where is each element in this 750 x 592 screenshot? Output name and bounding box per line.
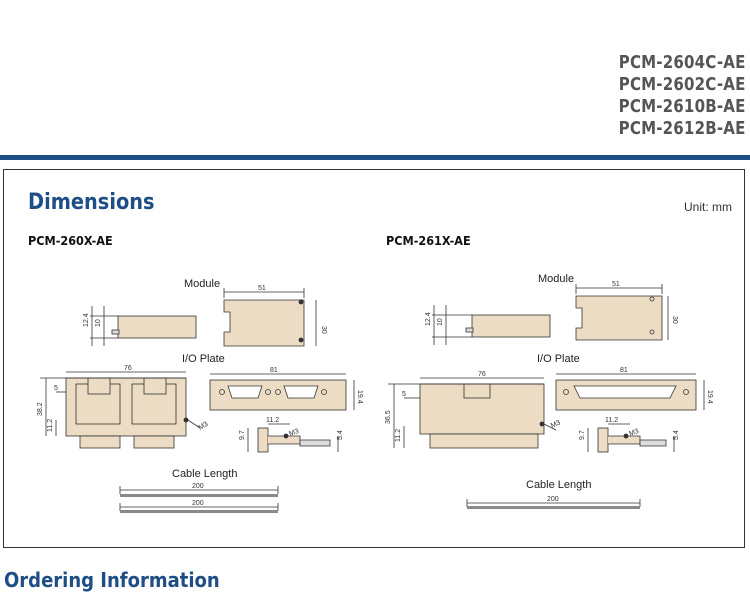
dim-label: 19.4	[706, 390, 713, 404]
dim-label: 12.4	[83, 313, 90, 327]
ordering-title: Ordering Information	[4, 568, 220, 592]
left-cable-caption: Cable Length	[172, 468, 238, 480]
dim-label: 30	[320, 326, 327, 334]
left-module-caption: Module	[184, 278, 221, 290]
dim-label: 200	[192, 483, 204, 490]
dim-label: 5.4	[673, 430, 680, 440]
left-io-plate-view	[40, 371, 201, 449]
left-cable-lines	[119, 486, 279, 513]
dim-label: 11.2	[47, 419, 54, 432]
right-io-caption: I/O Plate	[537, 353, 580, 365]
left-module-top-view	[223, 288, 317, 347]
right-module-caption: Module	[538, 273, 575, 285]
dimensions-frame	[3, 169, 745, 548]
dim-label: M3	[198, 421, 210, 432]
right-cable-line	[466, 499, 641, 509]
model-name: PCM-2604C-AE	[619, 53, 746, 73]
dim-label: 36.5	[385, 410, 392, 424]
left-front-plate-view	[209, 373, 355, 411]
dim-label: 5	[402, 391, 406, 398]
model-name: PCM-2612B-AE	[619, 119, 746, 139]
dim-label: 200	[547, 496, 559, 503]
dim-label: 5.4	[337, 430, 344, 440]
left-module-side-view	[90, 306, 197, 346]
dim-label: 51	[612, 281, 620, 288]
left-model-title: PCM-260X-AE	[28, 233, 113, 248]
model-name: PCM-2610B-AE	[619, 97, 746, 117]
dim-label: 81	[620, 367, 628, 374]
dim-label: 11.2	[605, 417, 618, 424]
right-cable-caption: Cable Length	[526, 479, 592, 491]
model-name: PCM-2602C-AE	[619, 75, 746, 95]
dim-label: 10	[95, 319, 102, 327]
left-bracket-view	[247, 423, 339, 453]
dim-label: 19.4	[356, 390, 363, 404]
right-front-plate-view	[555, 373, 705, 411]
dim-label: 11.2	[266, 417, 279, 424]
dim-label: 12.4	[425, 312, 432, 326]
right-bracket-view	[587, 423, 675, 453]
right-model-title: PCM-261X-AE	[386, 233, 471, 248]
dimensions-title: Dimensions	[28, 190, 155, 215]
right-module-side-view	[432, 305, 551, 345]
dim-label: 81	[270, 367, 278, 374]
dim-label: 10	[437, 318, 444, 326]
unit-label: Unit: mm	[684, 200, 732, 214]
model-list: PCM-2604C-AE PCM-2602C-AE PCM-2610B-AE P…	[619, 52, 746, 140]
dim-label: M3	[288, 428, 300, 438]
dim-label: 76	[478, 371, 486, 378]
dim-label: 200	[192, 500, 204, 507]
right-io-plate-view	[388, 377, 557, 449]
dim-label: 76	[124, 365, 132, 372]
dim-label: 30	[671, 316, 678, 324]
dim-label: M3	[550, 419, 562, 429]
dim-label: 51	[258, 285, 266, 292]
dim-label: 11.2	[395, 429, 402, 442]
header-rule	[0, 155, 750, 160]
dim-label: M3	[628, 428, 640, 438]
left-io-caption: I/O Plate	[182, 353, 225, 365]
right-module-top-view	[575, 284, 669, 341]
dim-label: 38.2	[37, 402, 44, 416]
dim-label: 9.7	[579, 430, 586, 440]
dim-label: 9.7	[239, 430, 246, 440]
dim-label: 5	[54, 385, 58, 392]
